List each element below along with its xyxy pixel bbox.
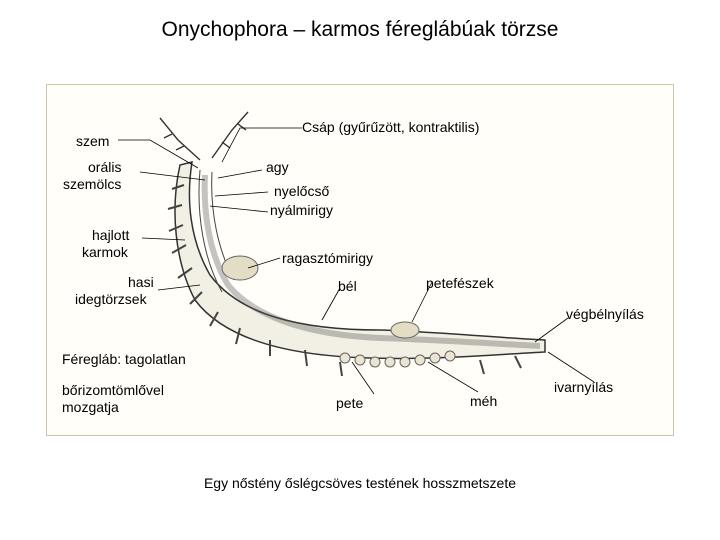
- label-meh: méh: [470, 393, 497, 410]
- label-hasi-2: idegtörzsek: [75, 291, 147, 308]
- label-szem: szem: [76, 133, 109, 150]
- antennae: [160, 112, 248, 160]
- label-ragasztomirigy: ragasztómirigy: [282, 250, 373, 267]
- label-csap: Csáp (gyűrűzött, kontraktilis): [302, 119, 479, 136]
- label-hasi-1: hasi: [128, 274, 154, 291]
- figure-caption: Egy nőstény őslégcsöves testének hosszme…: [0, 475, 720, 491]
- label-ivarnyilas: ivarnyílás: [554, 379, 613, 396]
- label-pete: pete: [336, 395, 363, 412]
- ovary: [391, 322, 419, 338]
- label-oralis-1: orális: [88, 159, 121, 176]
- label-nyelocso: nyelőcső: [274, 183, 329, 200]
- label-petefeszek: petefészek: [426, 275, 494, 292]
- label-oralis-2: szemölcs: [63, 176, 121, 193]
- label-hajlott-1: hajlott: [92, 227, 129, 244]
- label-bel: bél: [338, 278, 357, 295]
- label-fereglab: Féregláb: tagolatlan: [62, 351, 186, 368]
- label-hajlott-2: karmok: [82, 244, 128, 261]
- label-borizom-1: bőrizomtömlővel: [62, 382, 164, 399]
- adhesive-gland: [222, 256, 258, 280]
- label-borizom-2: mozgatja: [62, 399, 119, 416]
- label-vegbelnyilas: végbélnyílás: [566, 306, 644, 323]
- label-nyalmirigy: nyálmirigy: [270, 202, 333, 219]
- label-agy: agy: [266, 159, 289, 176]
